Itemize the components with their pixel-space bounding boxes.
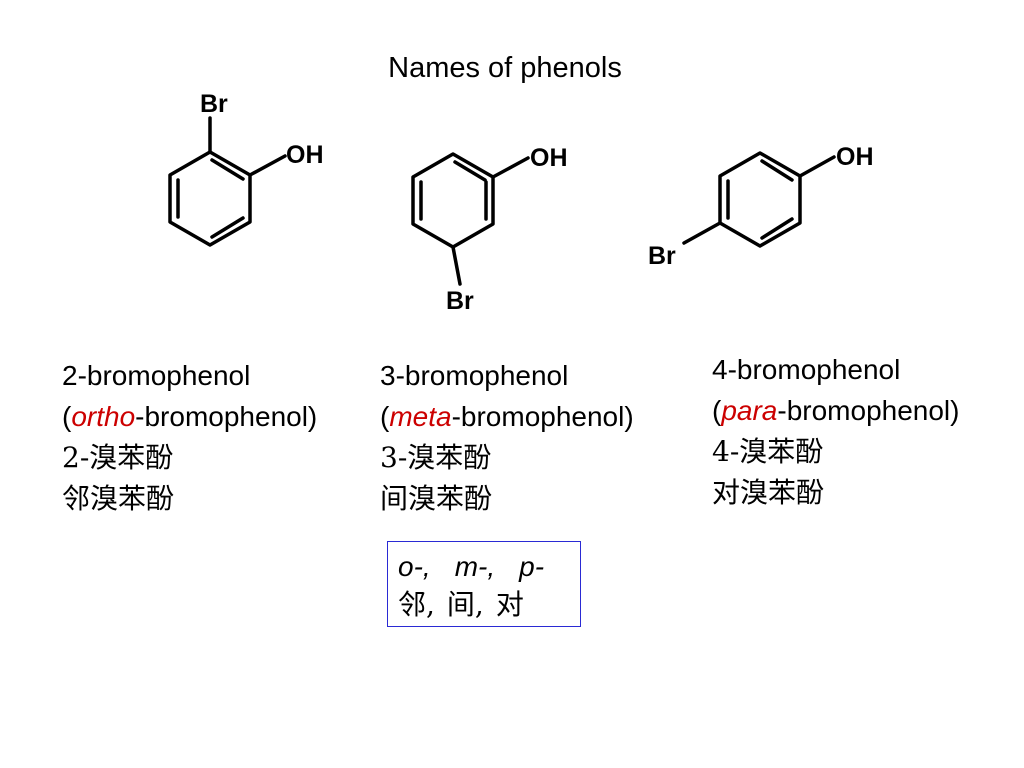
structures-diagram: Br OH OH Br OH Br (168, 90, 874, 315)
chinese-systematic-name: 4-溴苯酚 (712, 435, 824, 468)
ortho-chinese-prefix: 邻, (398, 588, 435, 621)
chinese-common-name: 邻溴苯酚 (62, 482, 175, 515)
ortho-double-bond-3 (210, 158, 245, 181)
para-oh-label: OH (836, 143, 874, 171)
para-br-bond (682, 221, 722, 245)
meta-chinese-prefix: 间, (446, 588, 484, 621)
chinese-systematic-name: 2-溴苯酚 (62, 441, 174, 474)
name-rest: -bromophenol) (777, 395, 960, 426)
open-paren: ( (62, 401, 72, 432)
para-bromophenol-structure (682, 151, 836, 248)
ortho-oh-label: OH (286, 141, 324, 169)
ortho-br-label: Br (200, 90, 228, 118)
open-paren: ( (712, 395, 722, 426)
para-names: 4-bromophenol (para-bromophenol) 4-溴苯酚 对… (712, 349, 959, 513)
summary-box: o-, m-, p- 邻, 间, 对 (387, 541, 581, 627)
chinese-common-name: 对溴苯酚 (712, 476, 825, 509)
systematic-name: 4-bromophenol (712, 354, 901, 385)
name-rest: -bromophenol) (135, 401, 318, 432)
para-benzene-ring (718, 151, 802, 248)
meta-br-label: Br (446, 287, 474, 315)
open-paren: ( (380, 401, 390, 432)
systematic-name: 3-bromophenol (380, 360, 569, 391)
chinese-common-name: 间溴苯酚 (380, 482, 493, 515)
para-abbreviation: p- (519, 551, 545, 582)
ortho-abbreviation: o-, (398, 551, 431, 582)
meta-double-bond-3 (453, 160, 487, 182)
meta-oh-label: OH (530, 144, 568, 172)
ortho-oh-bond (248, 154, 287, 177)
systematic-name: 2-bromophenol (62, 360, 251, 391)
ortho-double-bond-2 (210, 216, 245, 239)
position-prefix: ortho (71, 401, 136, 432)
position-prefix: meta (389, 401, 452, 432)
meta-br-bond (451, 245, 462, 286)
common-name: (para-bromophenol) (712, 390, 959, 431)
para-oh-bond (798, 155, 836, 178)
meta-oh-bond (491, 156, 530, 179)
meta-abbreviation: m-, (454, 551, 496, 582)
abbreviation-row: o-, m-, p- (398, 548, 580, 586)
position-prefix: para (721, 395, 778, 426)
para-double-bond-3 (760, 217, 794, 240)
ortho-names: 2-bromophenol (ortho-bromophenol) 2-溴苯酚 … (62, 355, 317, 519)
name-rest: -bromophenol) (451, 401, 634, 432)
para-chinese-prefix: 对 (495, 588, 524, 621)
chinese-systematic-name: 3-溴苯酚 (380, 441, 492, 474)
page-title: Names of phenols (388, 52, 622, 84)
common-name: (meta-bromophenol) (380, 396, 634, 437)
meta-bromophenol-structure (411, 152, 530, 286)
ortho-benzene-ring (168, 150, 252, 247)
ortho-bromophenol-structure (168, 116, 287, 247)
common-name: (ortho-bromophenol) (62, 396, 317, 437)
meta-names: 3-bromophenol (meta-bromophenol) 3-溴苯酚 间… (380, 355, 634, 519)
chinese-prefix-row: 邻, 间, 对 (398, 586, 580, 624)
para-br-label: Br (648, 242, 676, 270)
para-double-bond-2 (760, 159, 794, 182)
meta-benzene-ring (411, 152, 495, 249)
